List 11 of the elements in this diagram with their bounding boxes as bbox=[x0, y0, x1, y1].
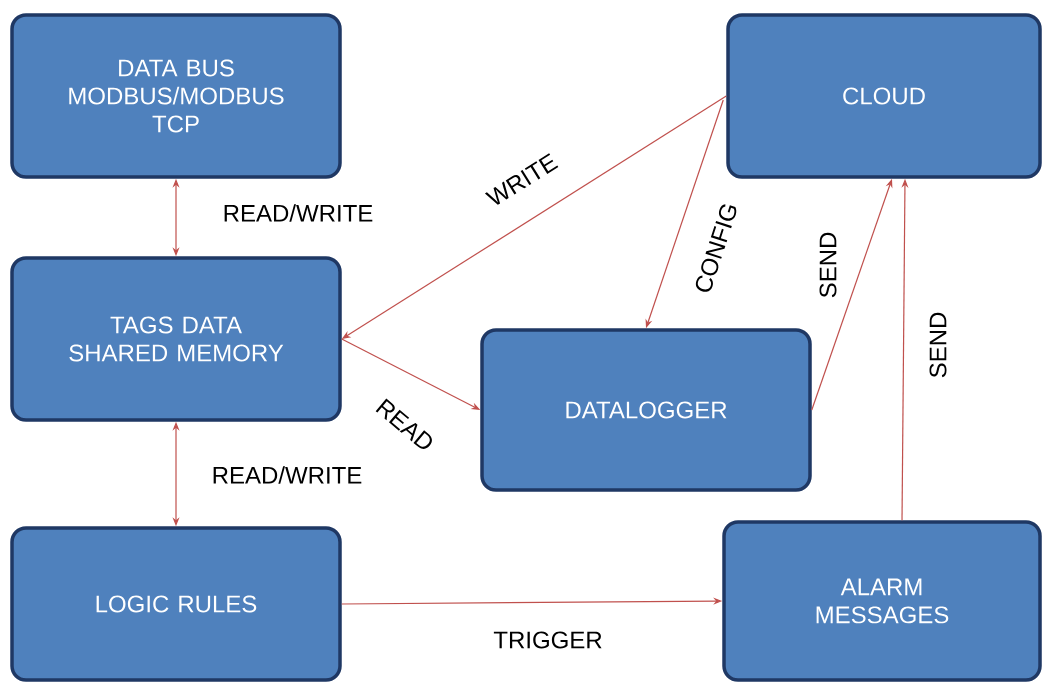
process-box: ALARM MESSAGES bbox=[722, 520, 1042, 682]
process-box: CLOUD bbox=[726, 13, 1042, 179]
edge-label: READ/WRITE bbox=[224, 204, 373, 222]
process-box: LOGIC RULES bbox=[10, 526, 342, 682]
edge-label: READ/WRITE bbox=[213, 466, 362, 484]
process-box: TAGS DATA SHARED MEMORY bbox=[10, 256, 342, 422]
process-box: DATALOGGER bbox=[480, 328, 812, 492]
process-box: DATA BUS MODBUS/MODBUS TCP bbox=[10, 13, 342, 179]
edge-label: SEND bbox=[929, 312, 947, 378]
edge-label: TRIGGER bbox=[493, 631, 602, 649]
edge-label: SEND bbox=[819, 232, 837, 298]
